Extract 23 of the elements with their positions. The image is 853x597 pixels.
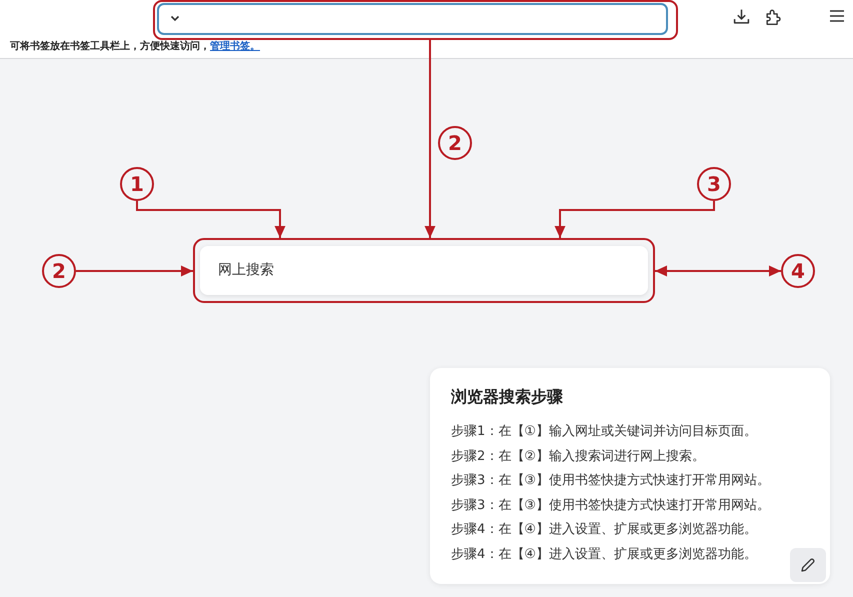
callout-number: 2 [42, 254, 76, 288]
step-text: 步骤3：在【③】使用书签快捷方式快速打开常用网站。 [451, 472, 770, 490]
arrow [76, 266, 193, 276]
double-arrow [655, 266, 781, 276]
callout-number: 1 [120, 167, 154, 201]
card-heading: 浏览器搜索步骤 [451, 386, 563, 408]
step-text: 步骤3：在【③】使用书签快捷方式快速打开常用网站。 [451, 496, 770, 515]
highlight-frame [193, 238, 655, 303]
highlight-frame [153, 0, 678, 40]
info-card [430, 368, 830, 584]
step-text: 步骤1：在【①】输入网址或关键词并访问目标页面。 [451, 423, 757, 441]
step-text: 步骤4：在【④】进入设置、扩展或更多浏览器功能。 [451, 521, 757, 540]
callout-number: 4 [781, 254, 815, 288]
step-text: 步骤4：在【④】进入设置、扩展或更多浏览器功能。 [451, 546, 757, 564]
hint-text: 可将书签放在书签工具栏上，方便快速访问， [10, 39, 210, 53]
arrow [424, 40, 436, 238]
callout-number: 3 [697, 167, 731, 201]
manage-bookmarks-link: 管理书签。 [210, 40, 260, 53]
callout-number: 2 [438, 126, 472, 160]
arrow [554, 201, 715, 238]
step-text: 步骤2：在【②】输入搜索词进行网上搜索。 [451, 448, 705, 466]
arrow [136, 201, 286, 238]
search-field: 网上搜索 [200, 246, 648, 295]
